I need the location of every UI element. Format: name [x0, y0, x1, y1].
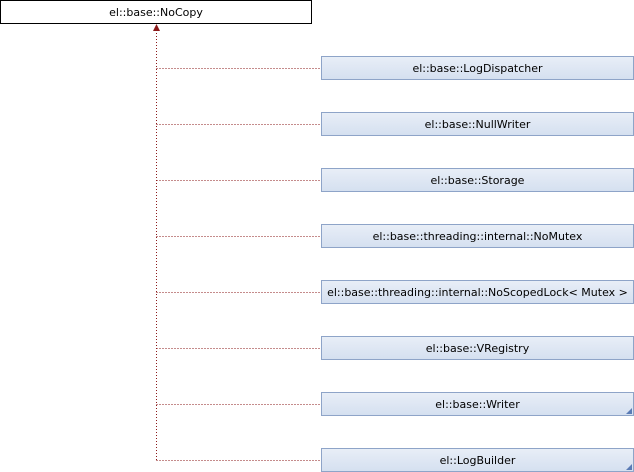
- derived-class-node[interactable]: el::base::Writer: [321, 392, 634, 416]
- derived-class-node[interactable]: el::base::threading::internal::NoScopedL…: [321, 280, 634, 304]
- derived-class-node[interactable]: el::base::Storage: [321, 168, 634, 192]
- collapsed-subclasses-icon: [626, 408, 632, 414]
- derived-class-label: el::base::Writer: [435, 397, 520, 411]
- derived-class-node[interactable]: el::base::LogDispatcher: [321, 56, 634, 80]
- derived-class-node[interactable]: el::base::VRegistry: [321, 336, 634, 360]
- base-class-node[interactable]: el::base::NoCopy: [0, 0, 312, 24]
- derived-class-label: el::base::LogDispatcher: [412, 61, 543, 75]
- derived-class-node[interactable]: el::base::threading::internal::NoMutex: [321, 224, 634, 248]
- derived-class-label: el::base::NullWriter: [424, 117, 531, 131]
- derived-class-node[interactable]: el::LogBuilder: [321, 448, 634, 472]
- derived-class-label: el::base::VRegistry: [425, 341, 530, 355]
- base-class-label: el::base::NoCopy: [109, 5, 203, 19]
- derived-class-label: el::base::Storage: [430, 173, 525, 187]
- inheritance-arrowhead: [153, 24, 160, 31]
- derived-class-label: el::base::threading::internal::NoMutex: [372, 229, 583, 243]
- collapsed-subclasses-icon: [626, 464, 632, 470]
- derived-class-label: el::LogBuilder: [439, 453, 516, 467]
- derived-class-node[interactable]: el::base::NullWriter: [321, 112, 634, 136]
- derived-class-label: el::base::threading::internal::NoScopedL…: [327, 285, 628, 299]
